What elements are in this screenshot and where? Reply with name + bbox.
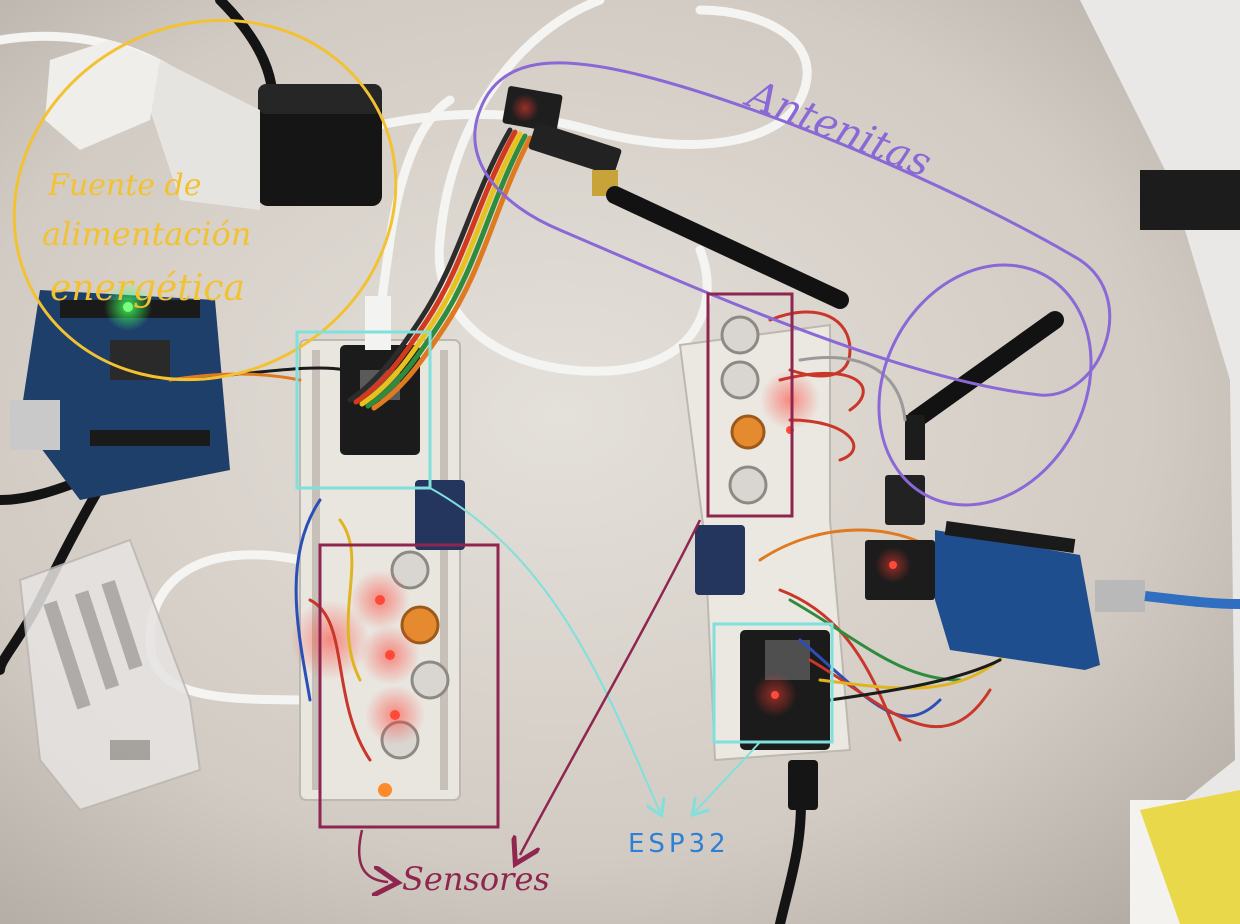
power-label-line2: alimentación xyxy=(42,215,251,253)
power-adapter xyxy=(150,60,382,210)
arrow-to-sensors xyxy=(520,519,702,855)
yellow-cloth xyxy=(1140,790,1240,924)
esp32-annotation-box-left xyxy=(295,330,432,490)
sensors-annotation-box-left xyxy=(318,543,500,829)
gas-sensors-right xyxy=(720,315,820,505)
background-wall xyxy=(1080,0,1240,924)
antennas-annotation-loop xyxy=(473,61,1112,397)
red-leds-left xyxy=(290,570,425,797)
adc-module-right xyxy=(695,525,745,595)
arduino-board-right xyxy=(865,475,1240,670)
power-annotation-circle xyxy=(12,18,398,382)
adc-module-left xyxy=(415,480,465,550)
power-label-line1: Fuente de xyxy=(47,168,202,203)
acrylic-case xyxy=(18,538,202,812)
arrow-to-sensors-label xyxy=(357,829,388,882)
sensors-annotation-box-right xyxy=(706,292,794,518)
arrow-to-esp32-left xyxy=(429,487,660,812)
ribbon-cable xyxy=(347,127,533,411)
esp32-module-right xyxy=(740,630,830,810)
jumper-wires-right xyxy=(758,310,1012,742)
esp32-label: ESP32 xyxy=(628,829,730,859)
white-plug xyxy=(45,40,160,150)
arrow-to-esp32-right xyxy=(695,741,761,812)
radio-module-top xyxy=(502,86,622,196)
jumper-wires-left xyxy=(168,366,372,762)
arduino-board-left xyxy=(10,283,230,500)
sensors-label: Sensores xyxy=(402,860,550,898)
power-label-line3: energética xyxy=(50,268,245,309)
esp32-annotation-box-right xyxy=(712,622,834,744)
antennas xyxy=(606,186,1064,429)
antenna-base xyxy=(905,415,925,460)
dark-cable-block xyxy=(1140,170,1240,230)
antennas-annotation-circle xyxy=(877,263,1093,507)
